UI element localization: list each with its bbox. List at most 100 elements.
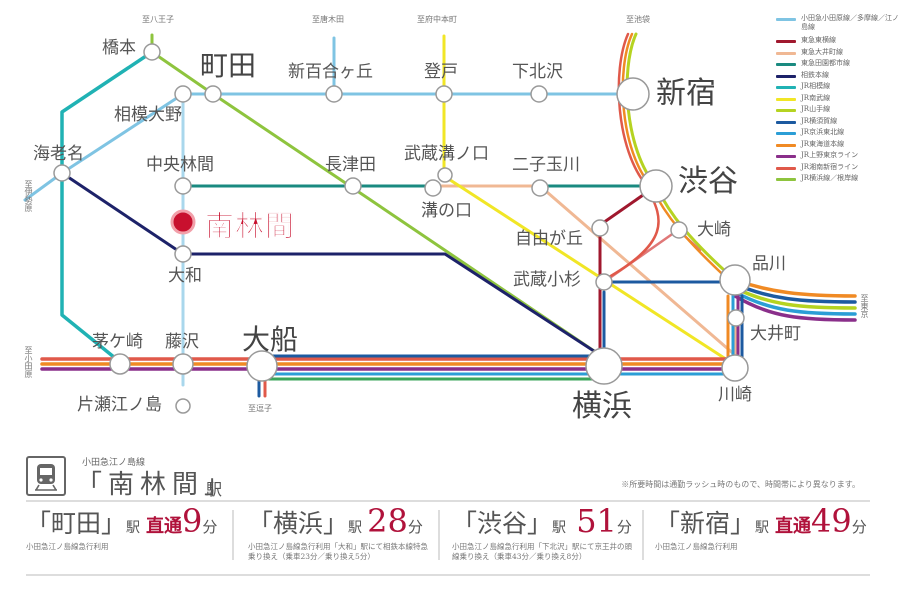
station-shibuya — [639, 169, 673, 203]
station-shinyurigaoka — [325, 85, 343, 103]
divider — [438, 510, 440, 560]
legend-item: 東急田園都市線 — [776, 59, 900, 71]
route-note: 小田急江ノ島線急行利用 — [655, 542, 738, 551]
legend: 小田急小田原線／多摩線／江ノ島線 東急東横線 東急大井町線 東急田園都市線 相鉄… — [776, 14, 900, 186]
station-machida — [204, 85, 222, 103]
legend-swatch-icon — [776, 143, 796, 147]
dest-karakida: 至唐木田 — [312, 15, 344, 24]
route-note: 小田急江ノ島線急行利用「下北沢」駅にて京王井の頭線乗り換え（乗車43分／乗り換え… — [452, 542, 632, 562]
station-title: 「南林間」 — [76, 470, 237, 500]
legend-item: JR上野東京ライン — [776, 151, 900, 163]
station-sagamiono — [174, 85, 192, 103]
legend-swatch-icon — [776, 132, 796, 135]
legend-swatch-icon — [776, 40, 796, 43]
legend-item: JR東海道本線 — [776, 140, 900, 152]
label-futakotamagawa: 二子玉川 — [512, 155, 580, 175]
direct-badge: 直通 — [775, 516, 812, 537]
station-nagatsuta — [344, 177, 362, 195]
label-musashikosugi: 武蔵小杉 — [513, 270, 581, 290]
home-station-label: 南林間 — [205, 209, 296, 244]
station-musashimizonokuchi — [437, 167, 453, 183]
label-sagamiono: 相模大野 — [114, 105, 182, 125]
label-fujisawa: 藤沢 — [165, 332, 199, 352]
legend-item: 東急大井町線 — [776, 48, 900, 60]
divider — [232, 510, 234, 560]
route-card-shibuya: 「渋谷」駅 51分 小田急江ノ島線急行利用「下北沢」駅にて京王井の頭線乗り換え（… — [452, 502, 636, 572]
station-hashimoto — [143, 43, 161, 61]
label-shinagawa: 品川 — [752, 254, 786, 274]
legend-swatch-icon — [776, 155, 796, 158]
legend-item: JR京浜東北線 — [776, 128, 900, 140]
station-shinagawa — [719, 264, 751, 296]
legend-swatch-icon — [776, 97, 796, 101]
station-futakotamagawa — [531, 179, 549, 197]
label-ofuna: 大船 — [242, 323, 299, 356]
label-musashimizonokuchi: 武蔵溝ノ口 — [404, 144, 489, 164]
legend-swatch-icon — [776, 120, 796, 124]
label-chuorinkan: 中央林間 — [146, 155, 214, 175]
station-shimokitazawa — [530, 85, 548, 103]
travel-minutes: 51 — [576, 502, 617, 540]
station-musashikosugi — [595, 273, 613, 291]
legend-swatch-icon — [776, 74, 796, 78]
station-suffix: 駅 — [206, 480, 223, 499]
label-osaki: 大崎 — [697, 220, 731, 240]
legend-item: JR山手線 — [776, 105, 900, 117]
divider — [26, 500, 870, 502]
route-note: 小田急江ノ島線急行利用「大和」駅にて相鉄本線特急乗り換え（乗車23分／乗り換え5… — [248, 542, 428, 562]
station-fujisawa — [172, 353, 194, 375]
label-machida: 町田 — [200, 49, 257, 82]
station-mizonokuchi — [424, 179, 442, 197]
label-nagatsuta: 長津田 — [325, 155, 376, 175]
station-jiyugaoka — [591, 219, 609, 237]
label-jiyugaoka: 自由が丘 — [515, 229, 583, 249]
station-shinjuku — [616, 77, 650, 111]
route-map: 至八王子 至唐木田 至府中本町 至池袋 至伊勢原 至小田原 至逗子 至東京 橋本… — [23, 14, 900, 424]
footnote: ※所要時間は通勤ラッシュ時のもので、時間帯により異なります。 — [621, 480, 860, 489]
label-yokohama: 横浜 — [572, 389, 632, 424]
label-mizonokuchi: 溝の口 — [421, 201, 472, 221]
legend-item: 相鉄本線 — [776, 71, 900, 83]
legend-item: JR相模線 — [776, 82, 900, 94]
legend-swatch-icon — [776, 86, 796, 89]
legend-item: JR横須賀線 — [776, 117, 900, 129]
travel-minutes: 28 — [367, 502, 408, 540]
travel-minutes: 9 — [182, 502, 203, 540]
label-hashimoto: 橋本 — [102, 38, 136, 58]
home-station-marker — [170, 209, 196, 235]
dest-zushi: 至逗子 — [248, 404, 272, 413]
dest-ikebukuro: 至池袋 — [626, 15, 650, 24]
legend-item: 東急東横線 — [776, 36, 900, 48]
label-shibuya: 渋谷 — [678, 164, 738, 199]
line-name: 小田急江ノ島線 — [82, 458, 146, 468]
station-chigasaki — [109, 353, 131, 375]
station-ebina — [53, 164, 71, 182]
legend-item: 小田急小田原線／多摩線／江ノ島線 — [776, 14, 900, 36]
legend-item: JR南武線 — [776, 94, 900, 106]
station-noborito — [435, 85, 453, 103]
legend-swatch-icon — [776, 51, 796, 55]
station-kawasaki — [721, 354, 749, 382]
direct-badge: 直通 — [146, 516, 183, 537]
station-chuorinkan — [174, 177, 192, 195]
label-oimachi: 大井町 — [750, 324, 801, 344]
dest-tokyo: 至東京 — [860, 294, 869, 318]
label-shimokitazawa: 下北沢 — [512, 62, 563, 82]
route-card-shinjuku: 「新宿」駅直通49分 小田急江ノ島線急行利用 — [655, 502, 885, 572]
legend-swatch-icon — [776, 109, 796, 112]
dest-hachioji: 至八王子 — [142, 15, 174, 24]
station-yamato — [174, 245, 192, 263]
station-yokohama — [585, 347, 623, 385]
label-yamato: 大和 — [168, 266, 202, 286]
divider — [26, 574, 870, 576]
route-note: 小田急江ノ島線急行利用 — [26, 542, 109, 551]
label-shinjuku: 新宿 — [656, 76, 716, 111]
access-info: 小田急江ノ島線 「南林間」 駅 ※所要時間は通勤ラッシュ時のもので、時間帯により… — [0, 440, 900, 600]
label-chigasaki: 茅ケ崎 — [92, 332, 143, 352]
label-katasehenoshima: 片瀬江ノ島 — [77, 395, 162, 415]
label-noborito: 登戸 — [424, 62, 458, 82]
station-oimachi — [727, 309, 745, 327]
label-kawasaki: 川崎 — [718, 385, 752, 405]
station-ofuna — [246, 350, 278, 382]
label-shinyurigaoka: 新百合ヶ丘 — [288, 62, 373, 82]
